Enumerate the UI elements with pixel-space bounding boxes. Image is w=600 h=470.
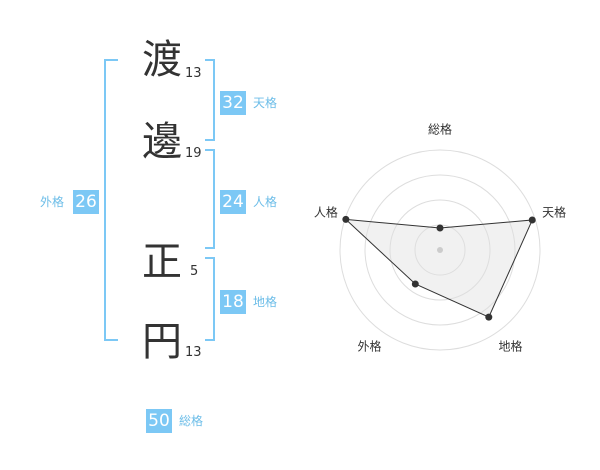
stroke-count-3: 5 [190, 264, 199, 279]
radar-point-3 [485, 313, 493, 321]
tenkaku-score: 32 [220, 91, 246, 115]
radar-ring [389, 199, 491, 301]
name-char-3: 正 [142, 239, 182, 285]
gaikaku-score: 26 [73, 190, 99, 214]
radar-point-5 [342, 215, 350, 223]
radar-point-1 [436, 224, 444, 232]
soukaku-score: 50 [146, 409, 172, 433]
radar-point-4 [411, 280, 419, 288]
radar-area [344, 218, 534, 318]
gaikaku-bracket [104, 59, 118, 341]
stroke-count-1: 13 [185, 66, 202, 81]
radar-ring [339, 149, 541, 351]
name-char-2: 邊 [142, 119, 182, 165]
soukaku-label: 総格 [179, 414, 204, 428]
name-char-4: 円 [142, 319, 182, 365]
stroke-count-4: 13 [185, 345, 202, 360]
jinkaku-bracket [205, 149, 215, 249]
chikaku-bracket [205, 257, 215, 341]
radar-axis-label: 総格 [428, 122, 452, 137]
radar-axis-label: 地格 [499, 339, 523, 354]
radar-axis-label: 人格 [314, 204, 338, 219]
stroke-count-2: 19 [185, 146, 202, 161]
tenkaku-bracket [205, 59, 215, 141]
radar-ring [364, 174, 516, 326]
chikaku-score: 18 [220, 290, 246, 314]
radar-axis-label: 外格 [357, 339, 381, 354]
gaikaku-label: 外格 [40, 195, 65, 209]
jinkaku-score: 24 [220, 190, 246, 214]
tenkaku-label: 天格 [253, 96, 278, 110]
radar-axis-label: 天格 [542, 204, 566, 219]
jinkaku-label: 人格 [253, 195, 278, 209]
chikaku-label: 地格 [253, 295, 278, 309]
radar-point-2 [528, 216, 536, 224]
name-char-1: 渡 [142, 37, 182, 83]
radar-center [437, 247, 443, 253]
